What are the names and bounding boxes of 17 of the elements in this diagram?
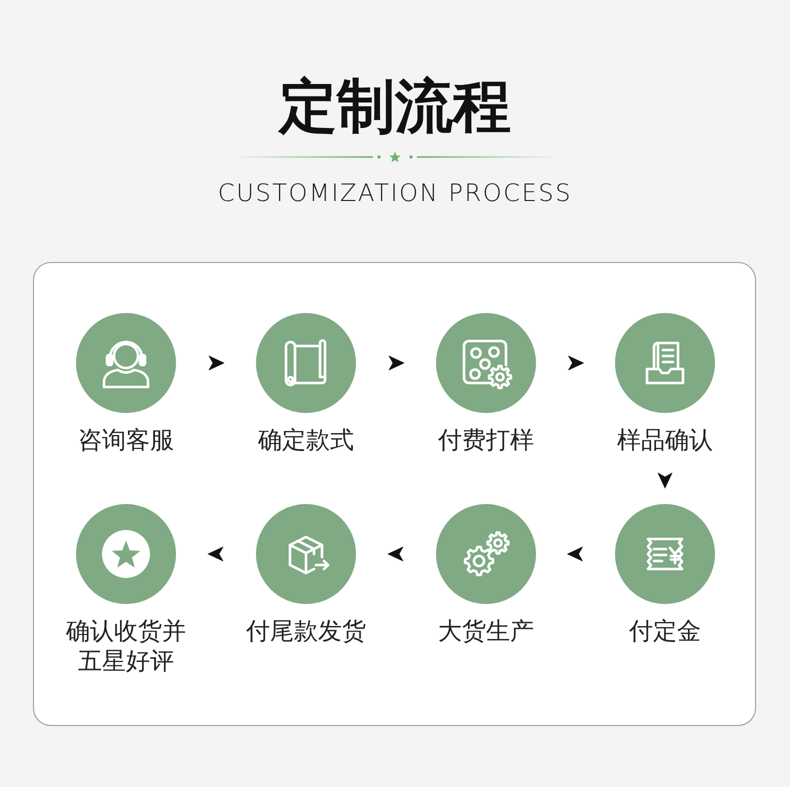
step-label: 付费打样 — [438, 426, 534, 456]
arrow — [208, 546, 224, 562]
step-label: 付尾款发货 — [246, 617, 366, 647]
arrow — [567, 546, 583, 562]
arrow — [568, 356, 584, 370]
step-label: 付定金 — [629, 617, 701, 647]
arrow — [658, 472, 672, 488]
step-label: 咨询客服 — [78, 426, 174, 456]
step-label: 样品确认 — [617, 426, 713, 456]
step-label: 大货生产 — [438, 617, 534, 647]
step-label: 确定款式 — [258, 426, 354, 456]
arrow — [208, 356, 224, 370]
arrow — [388, 356, 404, 370]
arrow — [388, 546, 404, 562]
subtitle: CUSTOMIZATION PROCESS — [218, 178, 572, 208]
step-label: 确认收货并五星好评 — [65, 617, 187, 677]
title: 定制流程 — [279, 73, 511, 141]
